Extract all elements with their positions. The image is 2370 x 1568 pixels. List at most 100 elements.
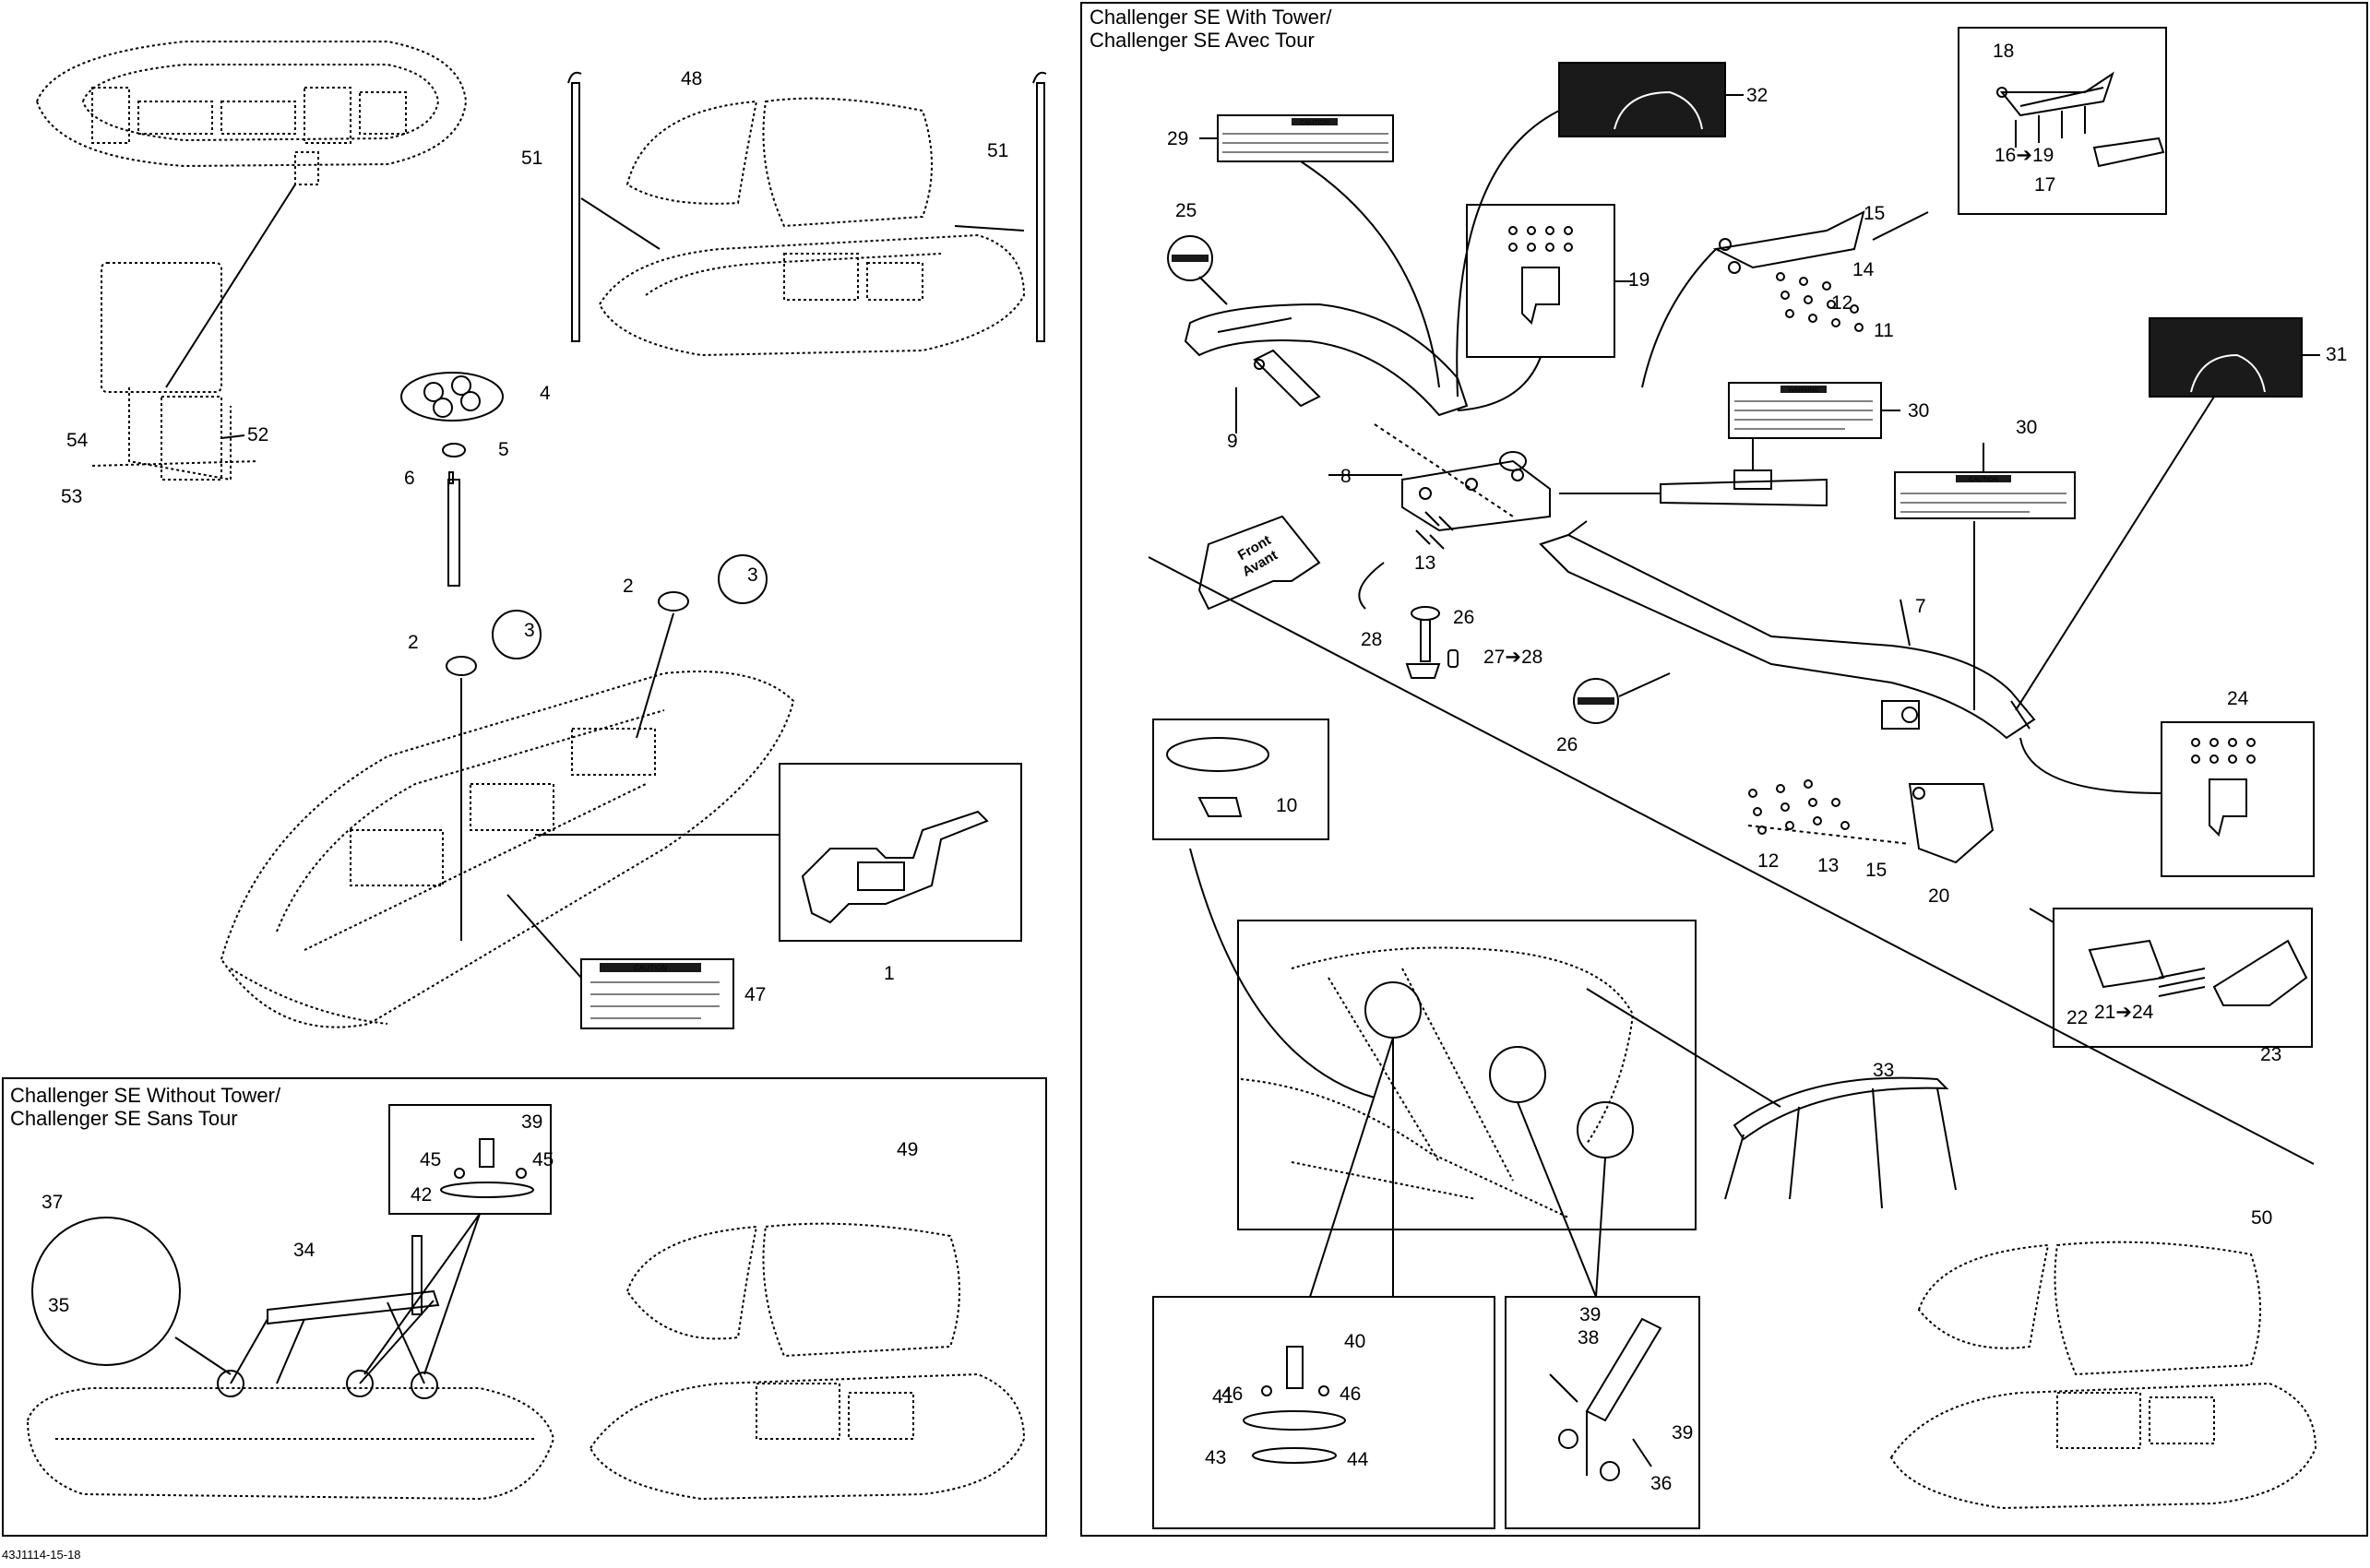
panel-title-without-tower: Challenger SE Without Tower/ Challenger … bbox=[10, 1084, 280, 1130]
callout: 23 bbox=[2260, 1044, 2281, 1065]
pole-51-left bbox=[567, 71, 582, 342]
bracket-41-46 bbox=[1243, 1346, 1346, 1464]
liner-1 bbox=[801, 810, 989, 924]
diagram-code: 43J1114-15-18 bbox=[2, 1548, 81, 1562]
bracket-16-19 bbox=[1712, 210, 1865, 274]
nuts-12-13-15-bottom bbox=[1748, 779, 1850, 835]
fastener-box-20 bbox=[1466, 204, 1615, 358]
bimini-35 bbox=[230, 1235, 440, 1384]
callout: 17 bbox=[2034, 174, 2055, 196]
bolt-27-29 bbox=[1405, 606, 1459, 679]
bracket-17 bbox=[1999, 71, 2114, 148]
callout: 9 bbox=[1227, 431, 1238, 452]
bracket-detail-box bbox=[388, 1104, 552, 1215]
pole-51-right bbox=[1032, 71, 1047, 342]
callout: 46 bbox=[1340, 1384, 1361, 1405]
bracket-box-41-46 bbox=[1152, 1296, 1495, 1529]
liner-1-box bbox=[779, 763, 1022, 942]
mirror-11 bbox=[1166, 737, 1269, 817]
callouts: 1 2 2 3 3 4 5 6 7 8 9 10 11 12 12 13 13 … bbox=[42, 41, 2347, 1494]
callout: 48 bbox=[681, 68, 702, 89]
tower-scene-box bbox=[1237, 920, 1697, 1230]
callout: 36 bbox=[1650, 1473, 1672, 1494]
callout: 18 bbox=[1993, 41, 2014, 62]
callout: 2 bbox=[623, 576, 634, 597]
callout: 38 bbox=[1578, 1327, 1599, 1348]
screws-14 bbox=[1415, 511, 1454, 550]
callout: 4 bbox=[540, 383, 551, 404]
bracket-40-42 bbox=[440, 1138, 534, 1198]
callout: 35 bbox=[48, 1295, 69, 1316]
fasteners-20 bbox=[1508, 226, 1573, 325]
bracket-22-24 bbox=[2088, 939, 2308, 1006]
callout: 26 bbox=[1453, 607, 1474, 628]
callout: 32 bbox=[1746, 85, 1768, 106]
decal-31-warning: WARNING bbox=[1788, 387, 1819, 394]
boat-side-with-tower bbox=[1889, 1382, 2317, 1510]
panel-frame-with-tower bbox=[1080, 2, 2368, 1537]
boat-side-without-tower bbox=[26, 1387, 555, 1501]
callout: 2 bbox=[408, 632, 419, 653]
fastener-box-25 bbox=[2161, 721, 2315, 877]
callout: 50 bbox=[2251, 1207, 2272, 1229]
bolt-3-right-circle bbox=[718, 554, 768, 604]
boat-side-without-tower-2 bbox=[589, 1372, 1026, 1501]
callout: 46 bbox=[1221, 1384, 1243, 1405]
panel-title-without-tower-line1: Challenger SE Without Tower/ bbox=[10, 1084, 281, 1107]
callout: 12 bbox=[1831, 292, 1852, 314]
callout: 20 bbox=[1928, 885, 1949, 907]
panel-title-with-tower-line1: Challenger SE With Tower/ bbox=[1090, 6, 1332, 29]
decal-47-caution: CAUTION bbox=[634, 964, 667, 972]
panel-title-with-tower: Challenger SE With Tower/ Challenger SE … bbox=[1090, 6, 1332, 52]
callout: 31 bbox=[2326, 344, 2347, 365]
callout: 29 bbox=[1167, 128, 1188, 149]
panel-frame-without-tower bbox=[2, 1077, 1047, 1537]
callout: 51 bbox=[521, 148, 542, 169]
callout: 42 bbox=[411, 1184, 432, 1206]
post-7 bbox=[447, 479, 460, 587]
bolt-3-left-circle bbox=[492, 610, 542, 659]
cover-50 bbox=[1917, 1241, 2261, 1376]
callout: 45 bbox=[420, 1149, 441, 1170]
decal-26-top bbox=[1167, 235, 1213, 281]
callout: 26 bbox=[1556, 734, 1578, 755]
callout: 37 bbox=[42, 1192, 63, 1213]
bracket-21-24 bbox=[1908, 783, 1995, 864]
fasteners-25 bbox=[2191, 738, 2256, 837]
callout: 30 bbox=[1908, 400, 1929, 422]
callout: 51 bbox=[987, 140, 1008, 161]
callout: 44 bbox=[1347, 1449, 1369, 1470]
callout: 24 bbox=[2227, 688, 2249, 709]
callout: 27➔28 bbox=[1483, 647, 1542, 668]
callout: 1 bbox=[884, 963, 895, 984]
callout: 49 bbox=[897, 1139, 918, 1160]
callout: 39 bbox=[521, 1111, 542, 1133]
panel-divider bbox=[1148, 556, 2315, 1165]
callout: 6 bbox=[404, 468, 415, 489]
callout: 52 bbox=[247, 424, 268, 445]
decal-30-right bbox=[1894, 471, 2076, 519]
callout: 5 bbox=[498, 439, 509, 460]
front-arrow bbox=[1197, 515, 1321, 611]
strap-37-39 bbox=[1549, 1317, 1662, 1481]
cap-2-left bbox=[446, 656, 477, 676]
boat-top-view bbox=[35, 41, 468, 185]
strap-box-37-39 bbox=[1505, 1296, 1700, 1529]
tower-arm-8 bbox=[1539, 520, 2036, 740]
callout: 28 bbox=[1361, 629, 1382, 650]
callout: 30 bbox=[2016, 417, 2037, 438]
boat-main-left bbox=[220, 671, 795, 1028]
callout: 7 bbox=[1915, 596, 1926, 617]
bimini-34 bbox=[1724, 1076, 1957, 1209]
plate-18 bbox=[2092, 137, 2165, 168]
ladder-box bbox=[1958, 27, 2167, 215]
decal-32 bbox=[2149, 317, 2303, 398]
tower-scene bbox=[1240, 946, 1635, 1218]
callout: 41 bbox=[1212, 1386, 1233, 1408]
callout: 19 bbox=[1628, 269, 1649, 291]
callout: 16➔19 bbox=[1995, 145, 2054, 166]
cover-49 bbox=[625, 1222, 960, 1358]
washer-5 bbox=[442, 443, 466, 457]
decal-26-bottom bbox=[1573, 678, 1619, 724]
